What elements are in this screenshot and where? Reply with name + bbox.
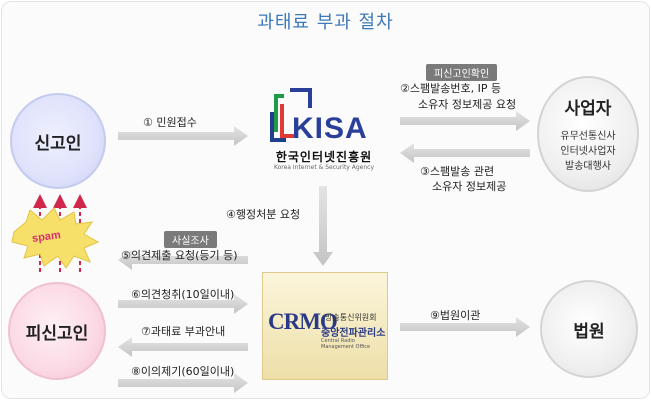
business-node: 사업자 유무선통신사 인터넷사업자 발송대행사 bbox=[537, 76, 639, 192]
investigation-tag: 사실조사 bbox=[164, 231, 217, 248]
reported-label: 피신고인 bbox=[25, 323, 89, 344]
step6-label: ⑥의견청취(10일이내) bbox=[131, 288, 235, 301]
kisa-logo: KISA 한국인터넷진흥원 Korea Internet & Security … bbox=[262, 86, 384, 176]
step5-label: ⑤의견제출 요청(등기 등) bbox=[121, 249, 238, 262]
spam-dashed-arrows bbox=[39, 206, 81, 272]
step3-label-line2: 소유자 정보제공 bbox=[432, 180, 507, 193]
kisa-emblem bbox=[270, 88, 312, 142]
reporter-node: 신고인 bbox=[10, 93, 106, 189]
spam-burst bbox=[11, 207, 100, 269]
step7-label: ⑦과태료 부과안내 bbox=[141, 325, 226, 338]
court-node: 법원 bbox=[540, 280, 638, 378]
step8-label: ⑧이의제기(60일이내) bbox=[131, 365, 235, 378]
business-type-1: 유무선통신사 bbox=[560, 131, 616, 142]
verify-tag: 피신고인확인 bbox=[426, 64, 498, 81]
crmo-logo: CRMO 방송통신위원회 중앙전파관리소 Central Radio Manag… bbox=[262, 272, 388, 380]
step2-label-line2: 소유자 정보제공 요청 bbox=[418, 98, 517, 111]
step1-label: ① 민원접수 bbox=[143, 116, 197, 129]
diagram-title: 과태료 부과 절차 bbox=[257, 12, 394, 33]
step4-label: ④행정처분 요청 bbox=[226, 208, 301, 221]
step3-label-line1: ③스팸발송 관련 bbox=[420, 165, 495, 178]
business-label: 사업자 bbox=[564, 99, 612, 119]
reported-node: 피신고인 bbox=[8, 282, 106, 380]
step9-label: ⑨법원이관 bbox=[430, 309, 481, 322]
kisa-english-name: Korea Internet & Security Agency bbox=[273, 164, 375, 171]
arrow-step4 bbox=[313, 186, 333, 266]
kisa-korean-name: 한국인터넷진흥원 bbox=[275, 150, 373, 164]
arrow-step7 bbox=[118, 337, 248, 357]
reporter-label: 신고인 bbox=[34, 133, 82, 154]
arrow-step3 bbox=[400, 143, 530, 163]
crmo-wordmark: CRMO bbox=[268, 309, 338, 334]
arrow-step9 bbox=[400, 317, 530, 337]
crmo-english-name: Central Radio Management Office bbox=[321, 338, 371, 350]
arrow-step8 bbox=[118, 373, 248, 393]
business-type-3: 발송대행사 bbox=[565, 161, 611, 172]
arrow-step5 bbox=[118, 250, 248, 270]
business-type-2: 인터넷사업자 bbox=[560, 146, 616, 157]
kisa-wordmark: KISA bbox=[292, 112, 368, 145]
step2-label-line1: ②스팸발송번호, IP 등 bbox=[400, 82, 502, 95]
court-label: 법원 bbox=[573, 321, 605, 342]
arrow-step2 bbox=[400, 111, 530, 131]
crmo-parent-org: 방송통신위원회 bbox=[325, 313, 377, 322]
arrow-step6 bbox=[118, 294, 248, 314]
spam-arrowheads bbox=[33, 194, 87, 208]
arrow-step1 bbox=[118, 126, 248, 146]
crmo-org-name: 중앙전파관리소 bbox=[321, 328, 386, 339]
